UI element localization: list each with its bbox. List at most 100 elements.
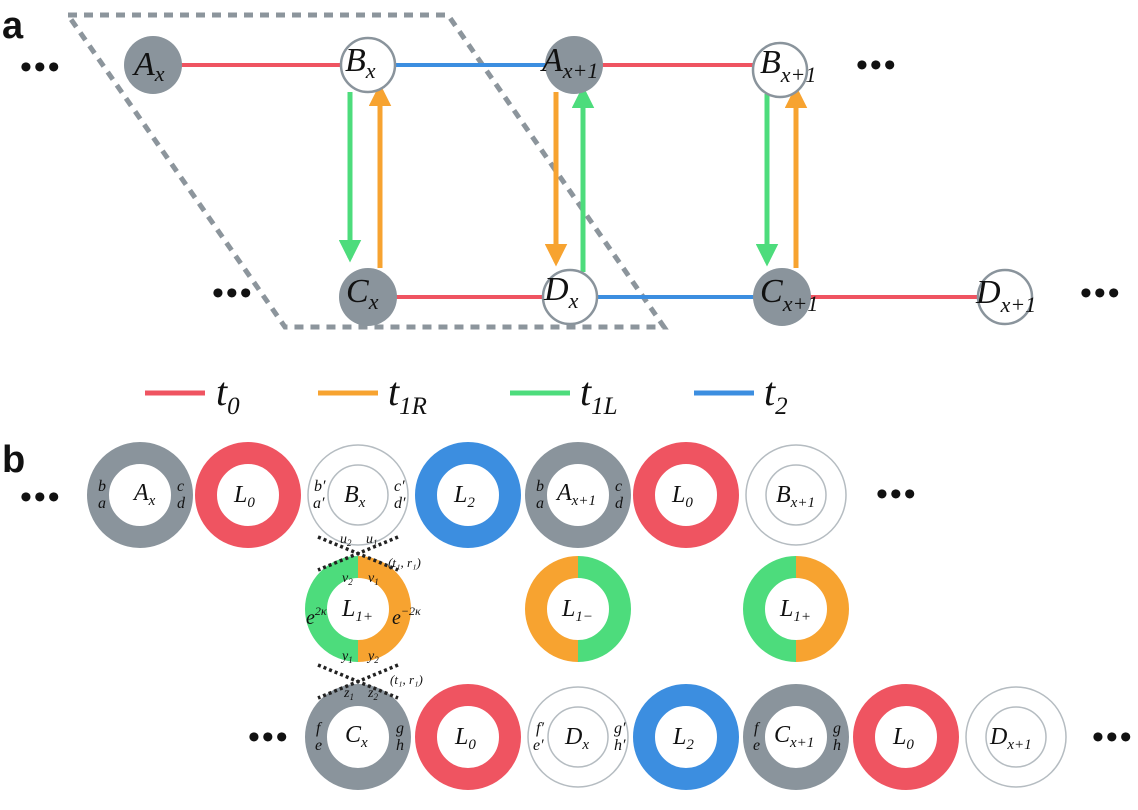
svg-text:L0: L0 [454,724,476,753]
label-u2: u2 [340,532,352,548]
svg-text:h: h [833,737,841,754]
svg-text:d: d [615,495,624,512]
node-Cx1: Cx+1 [753,268,818,326]
panel-label-b: b [2,439,25,481]
ring-Dx1: Dx+1 [965,686,1067,788]
svg-text:f: f [316,720,323,737]
svg-text:h: h [396,737,404,754]
svg-text:b′: b′ [314,478,326,495]
label-gain-left: e2κ [306,604,327,629]
svg-text:e: e [753,737,760,754]
svg-text:Dx+1: Dx+1 [989,724,1032,753]
node-Cx: Cx [339,268,397,326]
svg-text:t1R: t1R [388,369,427,420]
label-z2: z2 [367,686,378,702]
svg-text:L1+: L1+ [779,596,811,625]
svg-text:t1L: t1L [580,369,618,420]
svg-text:Cx: Cx [345,722,368,751]
ring-Cx: Cx f e g h [305,684,411,790]
svg-text:c: c [177,478,184,495]
svg-text:g: g [833,720,841,737]
ellipsis-a-bottom-left: ••• [212,275,254,312]
svg-text:Ax+1: Ax+1 [555,480,596,509]
ring-L0-bottom-2: L0 [853,684,959,790]
legend-item-t1L: t1L [510,369,618,420]
ellipsis-b-top-right: ••• [876,476,918,513]
svg-text:a′: a′ [313,495,325,512]
svg-text:Cx: Cx [346,273,379,314]
label-t1r1-bottom: (t₁, r₁) [390,672,423,687]
svg-text:L1−: L1− [561,596,593,625]
svg-text:Cx+1: Cx+1 [774,722,814,751]
node-Dx1: Dx+1 [975,268,1036,326]
svg-text:Dx: Dx [564,724,589,753]
svg-text:Ax: Ax [132,46,165,86]
ring-L1minus: L1− [525,556,631,662]
svg-text:t0: t0 [216,369,240,420]
svg-text:L0: L0 [671,482,693,511]
ring-Bx1: Bx+1 [745,444,847,546]
svg-text:Dx+1: Dx+1 [975,274,1036,317]
ellipsis-b-top-left: ••• [20,479,62,516]
label-u1: u1 [366,532,378,548]
svg-text:L1+: L1+ [341,596,373,625]
svg-text:e: e [315,737,322,754]
node-Bx: Bx [339,36,397,94]
svg-text:Ax: Ax [132,480,156,509]
svg-text:L0: L0 [233,482,255,511]
node-Dx: Dx [541,268,599,326]
svg-text:Dx: Dx [543,271,579,313]
ring-L0-top-2: L0 [633,442,739,548]
svg-text:Bx+1: Bx+1 [776,482,815,511]
panel-label-a: a [2,5,24,47]
ring-Ax: Ax b a c d [87,442,193,548]
legend-item-t2: t2 [694,369,788,420]
svg-text:b: b [536,478,544,495]
svg-text:Bx+1: Bx+1 [760,44,816,87]
svg-text:Ax+1: Ax+1 [540,42,598,83]
svg-text:h′: h′ [614,737,626,754]
junction-bottom [317,663,399,700]
svg-text:d′: d′ [394,495,406,512]
ring-L1plus-right: L1+ [743,556,849,662]
legend-item-t0: t0 [145,369,240,420]
svg-text:d: d [177,495,186,512]
svg-text:c′: c′ [394,478,405,495]
svg-text:b: b [98,478,106,495]
svg-text:f′: f′ [536,720,544,737]
svg-text:c: c [615,478,622,495]
ring-L0-top-1: L0 [195,442,301,548]
node-Bx1: Bx+1 [751,41,816,99]
svg-text:a: a [98,495,106,512]
ellipsis-b-bottom-left: ••• [248,719,290,756]
label-y2: y2 [366,649,379,665]
ellipsis-a-top-left: ••• [20,49,62,86]
svg-text:t2: t2 [764,369,788,420]
svg-text:L2: L2 [453,482,475,511]
ellipsis-b-bottom-right: ••• [1092,719,1134,756]
ring-Dx: Dx f′ e′ g′ h′ [527,686,629,788]
ring-Bx: Bx b′ a′ c′ d′ [307,444,409,546]
svg-text:g′: g′ [614,720,626,737]
node-Ax1: Ax+1 [540,36,603,94]
label-t1r1-top: (t₁, r₁) [388,555,421,570]
svg-text:e′: e′ [533,737,544,754]
legend-item-t1R: t1R [318,369,427,420]
label-v1: v1 [368,571,379,587]
svg-text:a: a [536,495,544,512]
ring-L1plus-left: L1+ [305,556,411,662]
ellipsis-a-top-right: ••• [856,47,898,84]
svg-text:f: f [754,720,761,737]
svg-text:Cx+1: Cx+1 [760,273,818,316]
svg-text:L2: L2 [672,724,694,753]
svg-text:Bx: Bx [344,482,366,511]
ring-Cx1: Cx+1 f e g h [743,684,849,790]
label-loss-right: e−2κ [392,604,421,629]
ring-Ax1: Ax+1 b a c d [525,442,631,548]
label-y1: y1 [340,649,353,665]
svg-text:g: g [396,720,404,737]
ellipsis-a-bottom-right: ••• [1080,275,1122,312]
junction-top [317,535,399,572]
label-z1: z1 [343,686,354,702]
